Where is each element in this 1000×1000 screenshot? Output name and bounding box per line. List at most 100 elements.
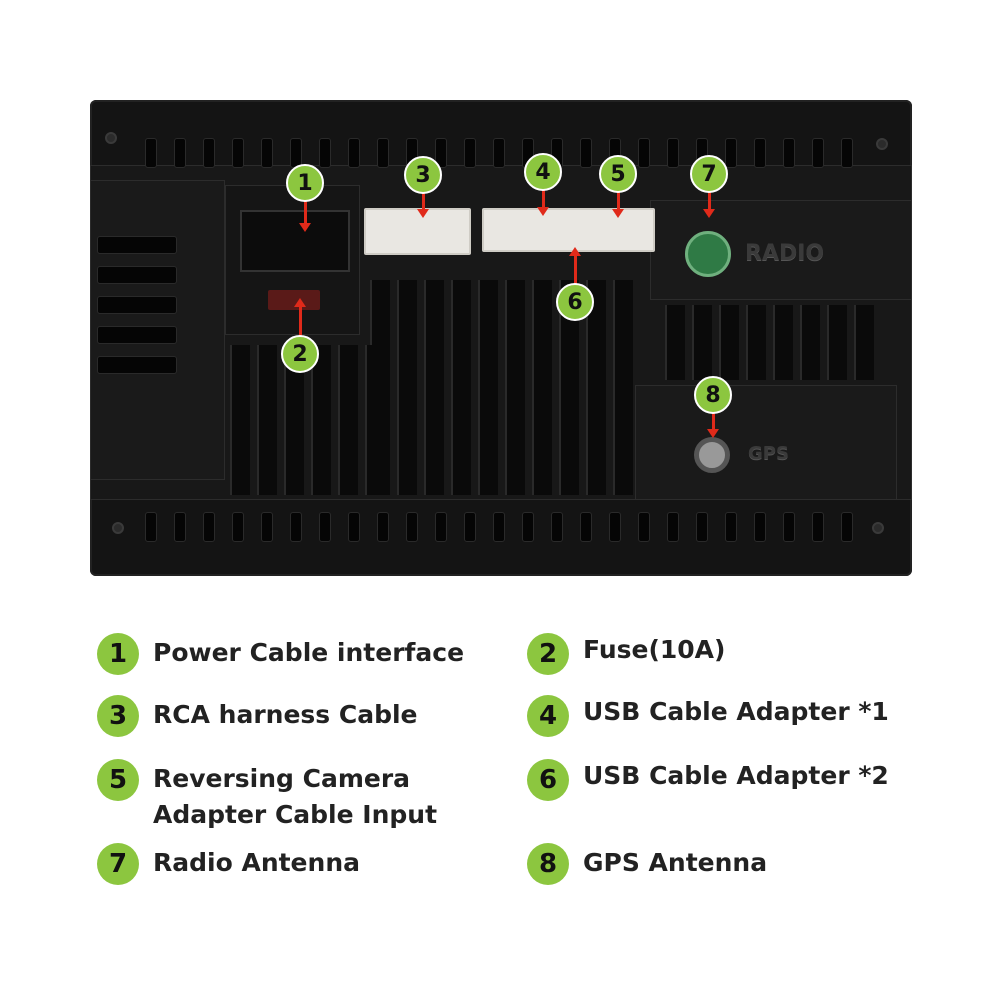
vent-slot [725,138,737,168]
callout-5: 5 [599,155,637,193]
vent-slot [754,138,766,168]
screw [876,138,888,150]
legend-text: USB Cable Adapter *1 [583,697,889,726]
vent-slot [261,138,273,168]
legend-number: 2 [527,633,569,675]
vent-slot [551,512,563,542]
vent-slot [522,512,534,542]
vent-slot [377,512,389,542]
vent-slot [464,512,476,542]
vent-slot [580,138,592,168]
vent-slot [145,138,157,168]
callout-3: 3 [404,156,442,194]
car-stereo-back-panel [90,100,912,576]
vent-slot [783,512,795,542]
screw [112,522,124,534]
vent-slot [377,138,389,168]
vent-slot [812,512,824,542]
radio-antenna-socket [685,231,731,277]
vent-slot [261,512,273,542]
vent-slot [783,138,795,168]
arrow-7 [703,192,715,218]
heatsink-fin [230,345,250,495]
legend-item-4: 4 USB Cable Adapter *1 [527,695,889,737]
vent-slot [203,138,215,168]
callout-7: 7 [690,155,728,193]
vent-slot [667,138,679,168]
vent-slot [232,138,244,168]
legend-item-5: 5 Reversing Camera Adapter Cable Input [97,759,498,833]
vent-slot [203,512,215,542]
vent-slot [841,512,853,542]
callout-8: 8 [694,376,732,414]
heatsink-fin [397,280,417,495]
heatsink-fin [746,305,766,380]
vent-slot [174,138,186,168]
heatsink-fin [257,345,277,495]
vent-slot [754,512,766,542]
vent-slot [348,512,360,542]
vent-slot [841,138,853,168]
side-vent-block [90,180,225,480]
legend-number: 5 [97,759,139,801]
legend-item-2: 2 Fuse(10A) [527,633,725,675]
vent-slot [638,138,650,168]
heatsink-fin [424,280,444,495]
vent-slot [319,138,331,168]
vent-slot [348,138,360,168]
vent-slot [435,512,447,542]
screw [872,522,884,534]
heatsink-fin [505,280,525,495]
usb-camera-connector [482,208,655,252]
heatsink-fin [773,305,793,380]
vent-slot [493,138,505,168]
arrow-3 [417,192,429,218]
legend-number: 1 [97,633,139,675]
vent-slot [638,512,650,542]
arrow-6 [569,247,581,285]
vent-slot [435,138,447,168]
vent-slot [609,512,621,542]
heatsink-fin [719,305,739,380]
legend-text: Reversing Camera Adapter Cable Input [153,764,438,829]
heatsink-fin [338,345,358,495]
heatsink-fin [665,305,685,380]
power-connector [240,210,350,272]
callout-4: 4 [524,153,562,191]
heatsink-fin [284,345,304,495]
heatsink-fin [311,345,331,495]
gps-antenna-socket [694,437,730,473]
vent-slot [667,512,679,542]
screw [105,132,117,144]
heatsink-fin [800,305,820,380]
legend-text: USB Cable Adapter *2 [583,761,889,790]
arrow-5 [612,192,624,218]
vent-slot [580,512,592,542]
callout-6: 6 [556,283,594,321]
vent-slot [464,138,476,168]
heatsink-fin [613,280,633,495]
legend-item-6: 6 USB Cable Adapter *2 [527,759,889,801]
legend-text: GPS Antenna [583,848,768,877]
vent-slot [812,138,824,168]
heatsink-fin [365,345,385,495]
legend-text: RCA harness Cable [153,700,418,729]
callout-2: 2 [281,335,319,373]
callout-1: 1 [286,164,324,202]
gps-label: GPS [748,443,789,464]
vent-slot [232,512,244,542]
heatsink-fin [692,305,712,380]
legend-number: 6 [527,759,569,801]
heatsink-fin [854,305,874,380]
arrow-8 [707,412,719,438]
vent-slot [696,512,708,542]
legend-number: 4 [527,695,569,737]
radio-label: RADIO [745,241,825,266]
legend-text: Fuse(10A) [583,635,726,664]
heatsink-fin [451,280,471,495]
vent-slot [174,512,186,542]
